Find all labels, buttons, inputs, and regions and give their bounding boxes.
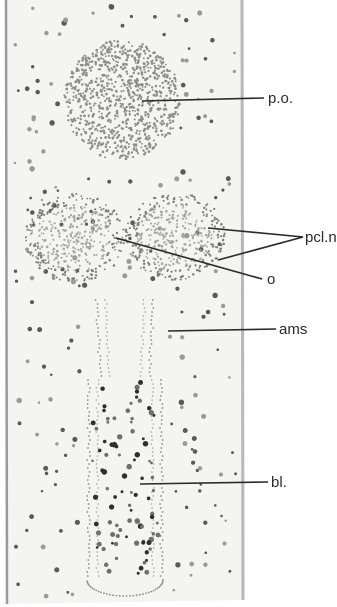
label-o: o [267, 271, 275, 288]
label-pcln: pcl.n. [305, 229, 337, 246]
label-bl: bl. [271, 474, 287, 491]
label-ams: ams [279, 321, 307, 338]
label-po: p.o. [268, 90, 293, 107]
